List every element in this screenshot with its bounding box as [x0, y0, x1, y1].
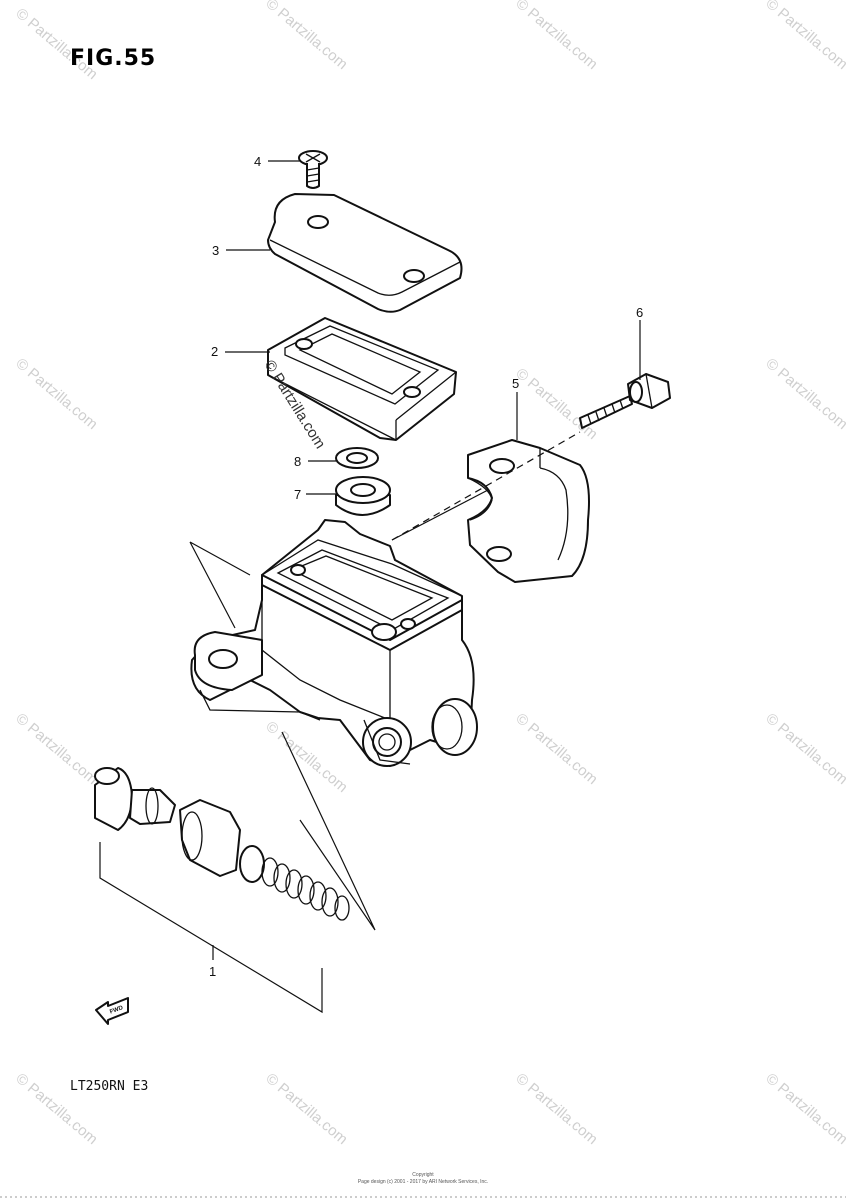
- watermark: © Partzilla.com: [262, 1070, 350, 1148]
- callout-4: 4: [254, 154, 261, 169]
- callout-6: 6: [636, 305, 643, 320]
- watermark: © Partzilla.com: [762, 0, 846, 73]
- part-4-screw: [298, 150, 328, 189]
- figure-title: FIG.55: [70, 46, 156, 71]
- watermark: © Partzilla.com: [512, 710, 600, 788]
- watermark: © Partzilla.com: [512, 365, 600, 443]
- footer-page-design: Page design (c) 2001 - 2017 by ARI Netwo…: [358, 1179, 488, 1185]
- part-8-washer: [335, 447, 379, 469]
- watermark: © Partzilla.com: [12, 355, 100, 433]
- part-7-boot: [335, 476, 391, 516]
- callout-1: 1: [209, 964, 216, 979]
- watermark: © Partzilla.com: [12, 5, 100, 83]
- watermark: © Partzilla.com: [512, 1070, 600, 1148]
- assembly-line: [391, 489, 489, 541]
- footer-copyright: Copyright: [412, 1172, 434, 1178]
- part-2-diaphragm: [267, 317, 457, 441]
- watermark: © Partzilla.com: [762, 1070, 846, 1148]
- callout-5: 5: [512, 376, 519, 391]
- watermark: © Partzilla.com: [762, 355, 846, 433]
- assembly-line: [281, 731, 376, 931]
- watermark: © Partzilla.com: [262, 0, 350, 73]
- watermark-layer: © Partzilla.com © Partzilla.com © Partzi…: [12, 0, 846, 1148]
- watermark: © Partzilla.com: [12, 710, 100, 788]
- part-1-piston-kit: [94, 767, 350, 921]
- callout-2: 2: [211, 344, 218, 359]
- part-1-bracket: [99, 842, 323, 1014]
- master-cylinder-body: [190, 519, 478, 767]
- part-6-bolt: [579, 373, 671, 429]
- spring-icon: [261, 857, 350, 921]
- watermark: © Partzilla.com: [762, 710, 846, 788]
- model-code: LT250RN E3: [70, 1079, 148, 1094]
- callout-7: 7: [294, 487, 301, 502]
- callout-8: 8: [294, 454, 301, 469]
- part-5-clamp: [467, 439, 590, 583]
- fwd-arrow-icon: FWD: [95, 997, 129, 1025]
- assembly-line: [189, 541, 251, 629]
- callout-3: 3: [212, 243, 219, 258]
- part-3-cap: [267, 193, 463, 313]
- watermark: © Partzilla.com: [512, 0, 600, 73]
- assembly-line-bolt: [391, 431, 581, 541]
- fwd-label: FWD: [109, 1005, 125, 1016]
